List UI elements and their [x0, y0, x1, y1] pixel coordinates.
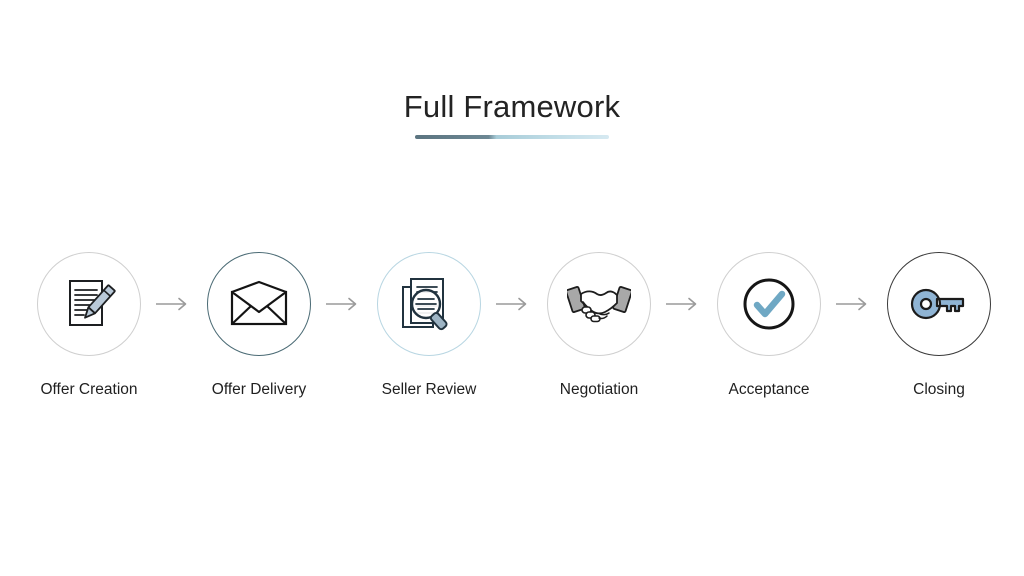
key-icon [908, 286, 970, 322]
step-circle-offer-creation[interactable] [37, 252, 141, 356]
flow-step-label: Offer Delivery [211, 381, 307, 398]
title-block: Full Framework [0, 88, 1024, 140]
page-title: Full Framework [403, 89, 621, 124]
check-circle-icon [740, 275, 798, 333]
step-circle-seller-review[interactable] [377, 252, 481, 356]
envelope-icon [228, 280, 290, 328]
flow-connector-3 [492, 252, 536, 356]
flow-step-label: Seller Review [381, 381, 477, 398]
step-circle-closing[interactable] [887, 252, 991, 356]
flow-step-label: Offer Creation [40, 381, 138, 398]
flow-step-offer-delivery[interactable]: Offer Delivery [196, 252, 322, 399]
flow-connector-4 [662, 252, 706, 356]
step-circle-negotiation[interactable] [547, 252, 651, 356]
flow-connector-5 [832, 252, 876, 356]
flow-step-offer-creation[interactable]: Offer Creation [26, 252, 152, 399]
process-flow: Offer Creation [26, 252, 998, 399]
title-underline-accent [415, 135, 609, 140]
handshake-icon [567, 281, 631, 327]
document-magnifier-icon [399, 273, 459, 335]
flow-step-label: Closing [913, 381, 965, 398]
arrow-right-icon [155, 296, 193, 312]
flow-step-seller-review[interactable]: Seller Review [366, 252, 492, 399]
flow-step-closing[interactable]: Closing [876, 252, 1002, 399]
flow-connector-1 [152, 252, 196, 356]
flow-step-label: Negotiation [559, 381, 639, 398]
step-circle-acceptance[interactable] [717, 252, 821, 356]
flow-step-label: Acceptance [728, 381, 810, 398]
step-circle-offer-delivery[interactable] [207, 252, 311, 356]
arrow-right-icon [495, 296, 533, 312]
flow-step-negotiation[interactable]: Negotiation [536, 252, 662, 399]
flow-connector-2 [322, 252, 366, 356]
arrow-right-icon [835, 296, 873, 312]
arrow-right-icon [325, 296, 363, 312]
flow-step-acceptance[interactable]: Acceptance [706, 252, 832, 399]
arrow-right-icon [665, 296, 703, 312]
document-pen-icon [60, 275, 118, 333]
